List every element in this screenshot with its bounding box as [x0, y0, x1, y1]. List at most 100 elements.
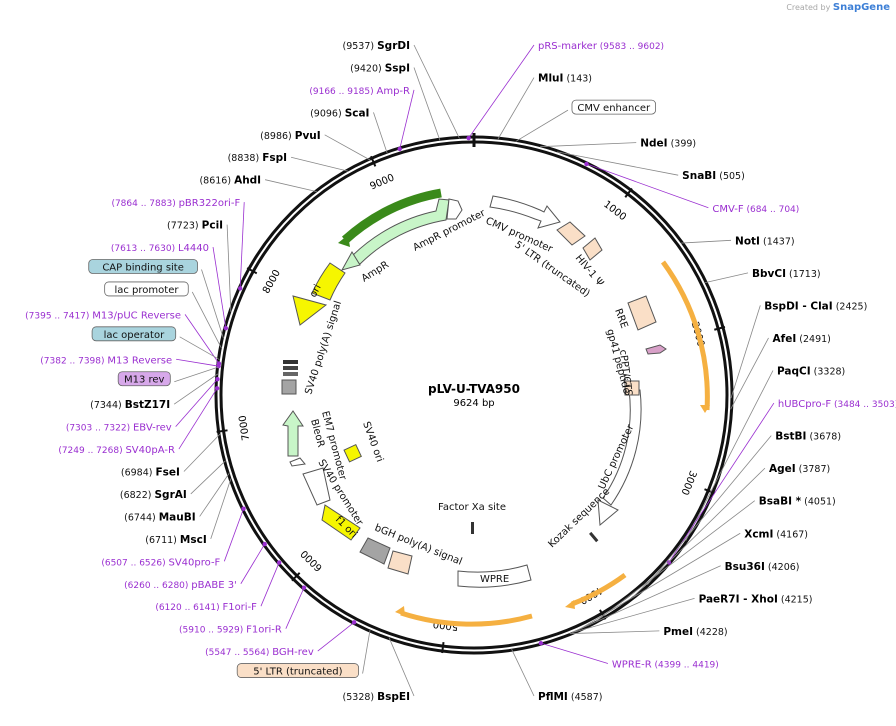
- site-label-hubcpro-f: hUBCpro-F (3484 .. 3503): [778, 399, 896, 410]
- label-pos: (5547 .. 5564): [205, 648, 272, 658]
- inner-label-ori: ori: [308, 283, 324, 300]
- tick-mark: [624, 187, 633, 198]
- site-label-pbr322ori-f: (7864 .. 7883) pBR322ori-F: [111, 198, 240, 209]
- label-box: [88, 259, 198, 274]
- label-name: pBABE 3': [191, 580, 237, 591]
- leader-line: [210, 478, 232, 539]
- label-name: lac promoter: [114, 285, 179, 296]
- feature-ampr-outer-head: [338, 235, 350, 247]
- site-label-msci: (6711) MscI: [145, 534, 206, 546]
- label-pos: (6984): [121, 468, 156, 479]
- label-leader-lines: [173, 44, 775, 697]
- inner-label-ampr: AmpR: [360, 259, 391, 284]
- label-name: PciI: [202, 220, 223, 232]
- primer-site-mark: [262, 541, 267, 547]
- primer-site-mark: [351, 620, 357, 625]
- site-label-pvui: (8986) PvuI: [260, 130, 321, 142]
- leader-line: [226, 224, 232, 312]
- feature-em7-promoter: [289, 457, 306, 467]
- label-name: SgrDI: [377, 40, 410, 52]
- label-name: EBV-rev: [133, 423, 172, 434]
- site-label-bbvci: BbvCI (1713): [752, 268, 821, 280]
- site-label-sspi: (9420) SspI: [350, 62, 410, 74]
- leader-line: [223, 508, 244, 562]
- label-box: [117, 371, 171, 387]
- feature-sv40-polya: [281, 379, 297, 395]
- tick-mark: [441, 642, 445, 654]
- leader-line: [730, 305, 761, 399]
- label-pos: (7723): [167, 221, 202, 232]
- label-text: PaeR7I - XhoI (4215): [699, 593, 813, 605]
- leader-line: [468, 44, 535, 139]
- label-text: (6984) FseI: [121, 467, 180, 479]
- snapgene-brand: Created by SnapGene: [786, 2, 890, 13]
- label-name: BsaBI *: [759, 496, 802, 508]
- label-pos: (6822): [120, 490, 155, 501]
- label-pos: (3328): [811, 367, 846, 378]
- label-text: (7723) PciI: [167, 220, 223, 232]
- label-text: MluI (143): [538, 73, 592, 85]
- label-pos: (7249 .. 7268): [58, 446, 125, 456]
- label-text: (7249 .. 7268) SV40pA-R: [58, 445, 175, 456]
- label-text: NdeI (399): [640, 138, 696, 150]
- site-label-wpre-r: WPRE-R (4399 .. 4419): [612, 659, 719, 670]
- leader-line: [290, 156, 348, 172]
- label-pos: (4206): [765, 562, 800, 573]
- site-label-l4440: (7613 .. 7630) L4440: [111, 243, 209, 254]
- feature-orange-arc-2: [571, 572, 627, 607]
- label-name: BstZ17I: [125, 399, 170, 411]
- label-pos: (399): [668, 139, 697, 150]
- primer-site-mark: [466, 135, 471, 141]
- feature-f1-ori: [321, 504, 361, 541]
- feature-ampr-head: [340, 251, 361, 271]
- site-label-bsabi: BsaBI * (4051): [759, 496, 836, 508]
- label-name: pRS-marker: [538, 41, 598, 52]
- leader-line: [578, 532, 741, 630]
- site-label-maubi: (6744) MauBI: [124, 511, 196, 523]
- site-label-fspi: (8838) FspI: [228, 152, 287, 164]
- label-text: (6507 .. 6526) SV40pro-F: [101, 557, 220, 568]
- label-name: NdeI: [640, 138, 667, 150]
- feature-gp41: [645, 344, 667, 355]
- label-text: AfeI (2491): [773, 333, 831, 345]
- label-text: (5328) BspEI: [343, 691, 410, 703]
- label-pos: (3678): [806, 432, 841, 443]
- label-pos: (2425): [833, 301, 868, 312]
- label-name: SgrAI: [154, 489, 186, 501]
- inner-label-bgh-polya: bGH poly(A) signal: [373, 523, 464, 568]
- label-name: SV40pro-F: [168, 557, 220, 568]
- label-name: CMV enhancer: [577, 103, 651, 114]
- label-pos: (1437): [760, 236, 795, 247]
- label-box: [104, 281, 189, 297]
- label-pos: (7303 .. 7322): [66, 424, 133, 434]
- site-label-sgrdi: (9537) SgrDI: [343, 40, 411, 52]
- feature-ampr-outer: [341, 188, 442, 244]
- feature-lac-operator-mark: [283, 360, 298, 364]
- leader-line: [413, 67, 441, 141]
- label-text: (7395 .. 7417) M13/pUC Reverse: [25, 310, 181, 321]
- label-pos: (9420): [350, 63, 385, 74]
- label-text: PflMI (4587): [538, 691, 602, 703]
- leader-line: [362, 629, 371, 674]
- label-text: hUBCpro-F (3484 .. 3503): [778, 399, 896, 410]
- site-label-m13-puc-reverse: (7395 .. 7417) M13/pUC Reverse: [25, 310, 181, 321]
- label-box: [236, 663, 360, 678]
- label-text: XcmI (4167): [744, 528, 808, 540]
- site-label-f1ori-r: (5910 .. 5929) F1ori-R: [179, 625, 282, 636]
- label-text: AgeI (3787): [769, 463, 830, 475]
- feature-ampr-promoter: [446, 198, 463, 220]
- leader-line: [324, 134, 371, 161]
- leader-line: [317, 622, 355, 652]
- label-pos: (5328): [343, 692, 378, 703]
- label-text: NotI (1437): [735, 235, 795, 247]
- label-text: (8986) PvuI: [260, 130, 321, 142]
- label-name: ScaI: [345, 107, 370, 119]
- feature-cap-site-mark: [283, 372, 298, 376]
- label-pos: (3484 .. 3503): [831, 400, 896, 410]
- leader-line: [668, 402, 775, 563]
- label-text: BsaBI * (4051): [759, 496, 836, 508]
- site-label-agei: AgeI (3787): [769, 463, 830, 475]
- leader-line: [388, 637, 415, 697]
- label-pos: (9166 .. 9185): [309, 87, 376, 97]
- site-label-bspei: (5328) BspEI: [343, 691, 410, 703]
